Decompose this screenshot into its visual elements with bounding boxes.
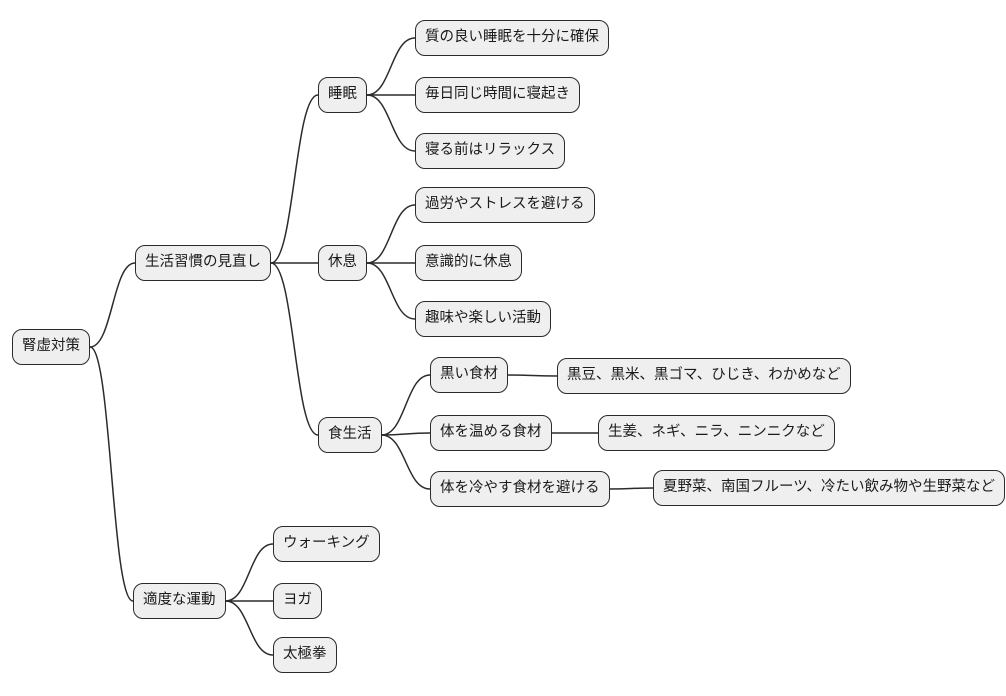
node-rest-avoid-overwork-stress: 過労やストレスを避ける bbox=[415, 187, 595, 223]
node-root: 腎虚対策 bbox=[12, 329, 90, 365]
node-black-foods-examples: 黒豆、黒米、黒ゴマ、ひじき、わかめなど bbox=[557, 358, 851, 394]
node-avoid-cooling-foods: 体を冷やす食材を避ける bbox=[430, 471, 610, 507]
node-rest: 休息 bbox=[318, 245, 367, 281]
node-sleep-quality: 質の良い睡眠を十分に確保 bbox=[415, 20, 609, 56]
node-cooling-foods-examples: 夏野菜、南国フルーツ、冷たい飲み物や生野菜など bbox=[653, 470, 1006, 506]
node-warming-foods-examples: 生姜、ネギ、ニラ、ニンニクなど bbox=[598, 415, 835, 451]
node-warming-foods: 体を温める食材 bbox=[430, 415, 552, 451]
node-walking: ウォーキング bbox=[273, 526, 380, 562]
node-sleep-schedule: 毎日同じ時間に寝起き bbox=[415, 77, 580, 113]
node-yoga: ヨガ bbox=[273, 583, 322, 619]
node-black-foods: 黒い食材 bbox=[430, 357, 508, 393]
node-taichi: 太極拳 bbox=[273, 637, 337, 673]
node-sleep: 睡眠 bbox=[318, 77, 367, 113]
node-sleep-relax: 寝る前はリラックス bbox=[415, 133, 566, 169]
node-lifestyle-review: 生活習慣の見直し bbox=[135, 245, 271, 281]
node-moderate-exercise: 適度な運動 bbox=[133, 583, 226, 619]
node-rest-hobbies-fun: 趣味や楽しい活動 bbox=[415, 301, 551, 337]
node-rest-conscious-rest: 意識的に休息 bbox=[415, 245, 522, 281]
node-diet: 食生活 bbox=[318, 417, 382, 453]
